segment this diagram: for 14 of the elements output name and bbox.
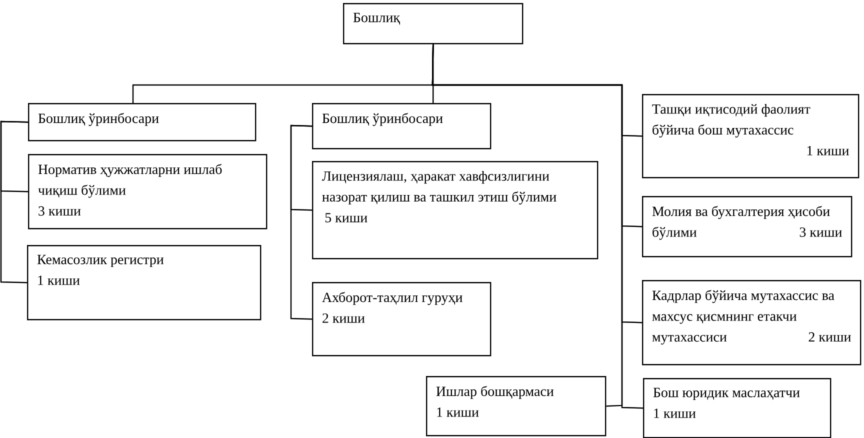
unit-box: Бошлиқ ўринбосари	[312, 103, 492, 150]
unit-box: Бошлиқ ўринбосари	[28, 103, 256, 142]
unit-box: Ишлар бошқармаси 1 киши	[426, 376, 606, 436]
connector-line	[290, 124, 312, 320]
unit-box: Норматив ҳужжатларни ишлаб чиқиш бўлими 3 киши	[28, 154, 268, 230]
unit-box: Молия ва бухгалтерия ҳисоби бўлими 3 киши	[642, 196, 852, 258]
unit-box: Лицензиялаш, ҳаракат хавфсизлигини назорат қилиш ва ташкил этиш бўлими 5 киши	[312, 161, 598, 260]
unit-box: Кемасозлик регистри 1 киши	[27, 245, 262, 320]
unit-box: Ахборот-таҳлил гуруҳи 2 киши	[312, 282, 492, 356]
connector-line	[0, 120, 28, 284]
unit-box: Кадрлар бўйича мутахассис ва махсус қисмнинг етакчи мутахассиси 2 киши	[642, 280, 862, 366]
unit-box: Бош юридик маслаҳатчи 1 киши	[643, 378, 832, 438]
unit-box: Бошлиқ	[343, 3, 524, 44]
unit-box: Ташқи иқтисодий фаолият бўйича бош мутахассис 1 киши	[642, 94, 860, 178]
